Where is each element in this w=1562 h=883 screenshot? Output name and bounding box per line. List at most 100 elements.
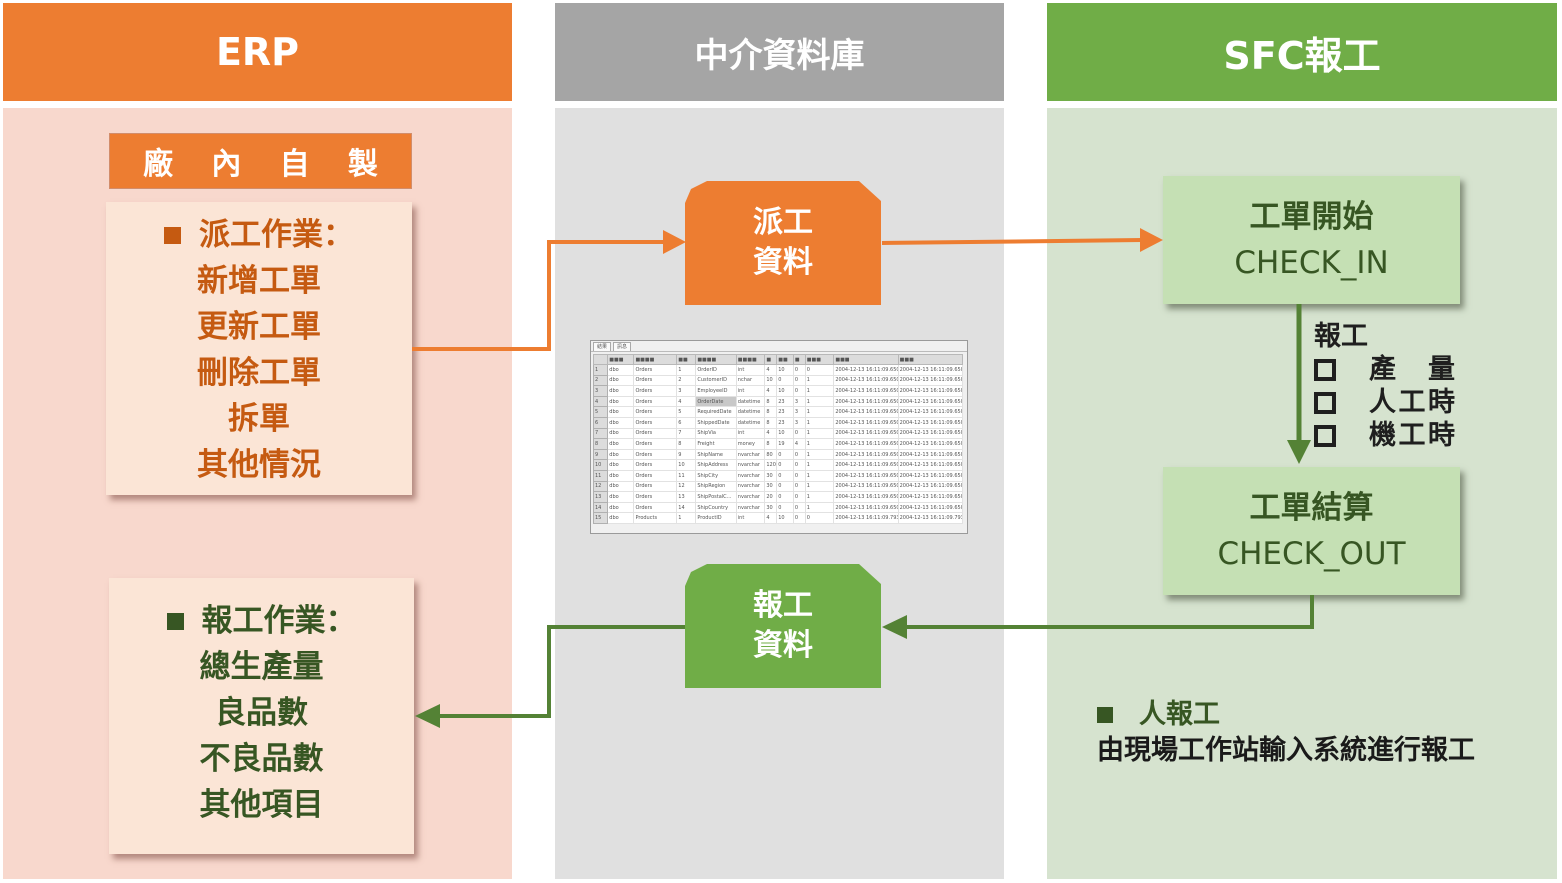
- grid-cell: 8: [764, 438, 778, 450]
- report-item-char: 時: [1428, 420, 1455, 451]
- grid-cell: Orders: [633, 406, 678, 418]
- grid-cell: 4: [792, 438, 806, 450]
- grid-cell: 2004-12-13 16:11:09.650: [897, 427, 964, 440]
- grid-cell: Orders: [633, 416, 678, 429]
- grid-cell: 10: [776, 385, 794, 397]
- grid-cell: dbo: [607, 501, 635, 514]
- grid-cell: 8: [764, 395, 778, 408]
- grid-cell: dbo: [607, 438, 635, 450]
- grid-cell: 1: [804, 501, 835, 514]
- grid-cell: datetime: [735, 416, 766, 429]
- report-item-char: 量: [1428, 354, 1455, 385]
- grid-cell: dbo: [607, 364, 635, 376]
- grid-row-number: 1: [592, 364, 609, 376]
- grid-cell: Orders: [633, 438, 678, 450]
- grid-row-number: 5: [592, 406, 609, 418]
- grid-cell: 2004-12-13 16:11:09.650: [897, 491, 964, 503]
- grid-cell: nvarchar: [735, 480, 766, 493]
- report-item: 良品數: [215, 695, 308, 731]
- grid-cell: 2004-12-13 16:11:09.650: [897, 374, 964, 387]
- grid-cell: 2004-12-13 16:11:09.650: [897, 395, 964, 408]
- grid-cell: 2004-12-13 16:11:09.650: [833, 459, 899, 471]
- report-list-item-labor-hours: 人工時: [1314, 386, 1455, 419]
- grid-cell: RequiredDate: [695, 406, 737, 418]
- in-house-manufacturing-tag: 廠 內 自 製: [109, 133, 412, 189]
- dispatch-item: 其他情況: [197, 447, 321, 483]
- grid-cell: 2004-12-13 16:11:09.650: [833, 491, 899, 503]
- grid-cell: 30: [764, 501, 778, 514]
- grid-cell: 2004-12-13 16:11:09.650: [897, 364, 964, 376]
- report-item-char: 工: [1398, 387, 1426, 418]
- grid-cell: datetime: [735, 406, 766, 418]
- grid-cell: 2004-12-13 16:11:09.650: [897, 480, 964, 493]
- grid-cell: 0: [776, 501, 794, 514]
- grid-cell: dbo: [607, 491, 635, 503]
- check-out-node: 工單結算 CHECK_OUT: [1163, 467, 1460, 595]
- grid-cell: int: [735, 427, 766, 440]
- report-item-char: 產: [1369, 354, 1396, 385]
- grid-cell: 1: [804, 385, 835, 397]
- grid-cell: 10: [776, 512, 794, 524]
- grid-cell: 0: [776, 459, 794, 471]
- tag-char: 製: [347, 147, 378, 182]
- grid-cell: 0: [804, 364, 835, 376]
- grid-cell: 4: [764, 427, 778, 440]
- grid-row-number: 8: [592, 438, 609, 450]
- report-item: 其他項目: [199, 787, 324, 823]
- grid-cell: 10: [676, 459, 697, 471]
- grid-cell: 2004-12-13 16:11:09.650: [833, 438, 899, 450]
- grid-cell: 2004-12-13 16:11:09.650: [833, 480, 899, 493]
- grid-cell: 1: [804, 374, 835, 387]
- grid-cell: Orders: [633, 459, 678, 471]
- grid-cell: 80: [764, 448, 778, 461]
- grid-cell: 2: [676, 374, 697, 387]
- report-item-char: 人: [1369, 387, 1396, 418]
- grid-cell: 1: [804, 448, 835, 461]
- grid-cell: Orders: [633, 385, 678, 397]
- grid-row-number: 9: [592, 448, 609, 461]
- grid-cell: ShipAddress: [695, 459, 737, 471]
- grid-cell: nvarchar: [735, 501, 766, 514]
- report-data-node: 報工 資料: [685, 564, 881, 688]
- grid-cell: 1: [804, 427, 835, 440]
- report-data-label-line2: 資料: [753, 628, 813, 663]
- grid-cell: 0: [792, 385, 806, 397]
- grid-cell: nvarchar: [735, 448, 766, 461]
- grid-row-number: 14: [592, 501, 609, 514]
- grid-cell: 23: [776, 395, 794, 408]
- grid-cell: nvarchar: [735, 469, 766, 482]
- dispatch-data-label-line2: 資料: [753, 245, 813, 280]
- grid-cell: money: [735, 438, 766, 450]
- grid-cell: 1: [804, 469, 835, 482]
- grid-cell: 3: [792, 406, 806, 418]
- grid-cell: dbo: [607, 448, 635, 461]
- grid-row-number: 15: [592, 512, 609, 524]
- grid-cell: 11: [676, 469, 697, 482]
- grid-cell: datetime: [735, 395, 766, 408]
- grid-cell: 1: [676, 512, 697, 524]
- grid-cell: Orders: [633, 374, 678, 387]
- report-item-char: 機: [1369, 420, 1396, 451]
- grid-cell: dbo: [607, 374, 635, 387]
- grid-cell: ShipCity: [695, 469, 737, 482]
- grid-cell: nvarchar: [735, 491, 766, 503]
- report-item: 總生產量: [199, 649, 324, 685]
- dispatch-operations-title: 派工作業：: [106, 212, 412, 258]
- grid-cell: 1: [804, 395, 835, 408]
- grid-cell: Orders: [633, 448, 678, 461]
- manual-reporting-title: 人報工: [1097, 697, 1475, 733]
- grid-cell: 2004-12-13 16:11:09.793: [897, 512, 964, 524]
- dispatch-data-label-line1: 派工: [753, 205, 813, 240]
- grid-cell: 0: [804, 512, 835, 524]
- grid-cell: 30: [764, 480, 778, 493]
- grid-cell: 1: [804, 459, 835, 471]
- grid-cell: ShippedDate: [695, 416, 737, 429]
- grid-cell: 1: [676, 364, 697, 376]
- grid-cell: 2004-12-13 16:11:09.650: [833, 501, 899, 514]
- grid-cell: ShipCountry: [695, 501, 737, 514]
